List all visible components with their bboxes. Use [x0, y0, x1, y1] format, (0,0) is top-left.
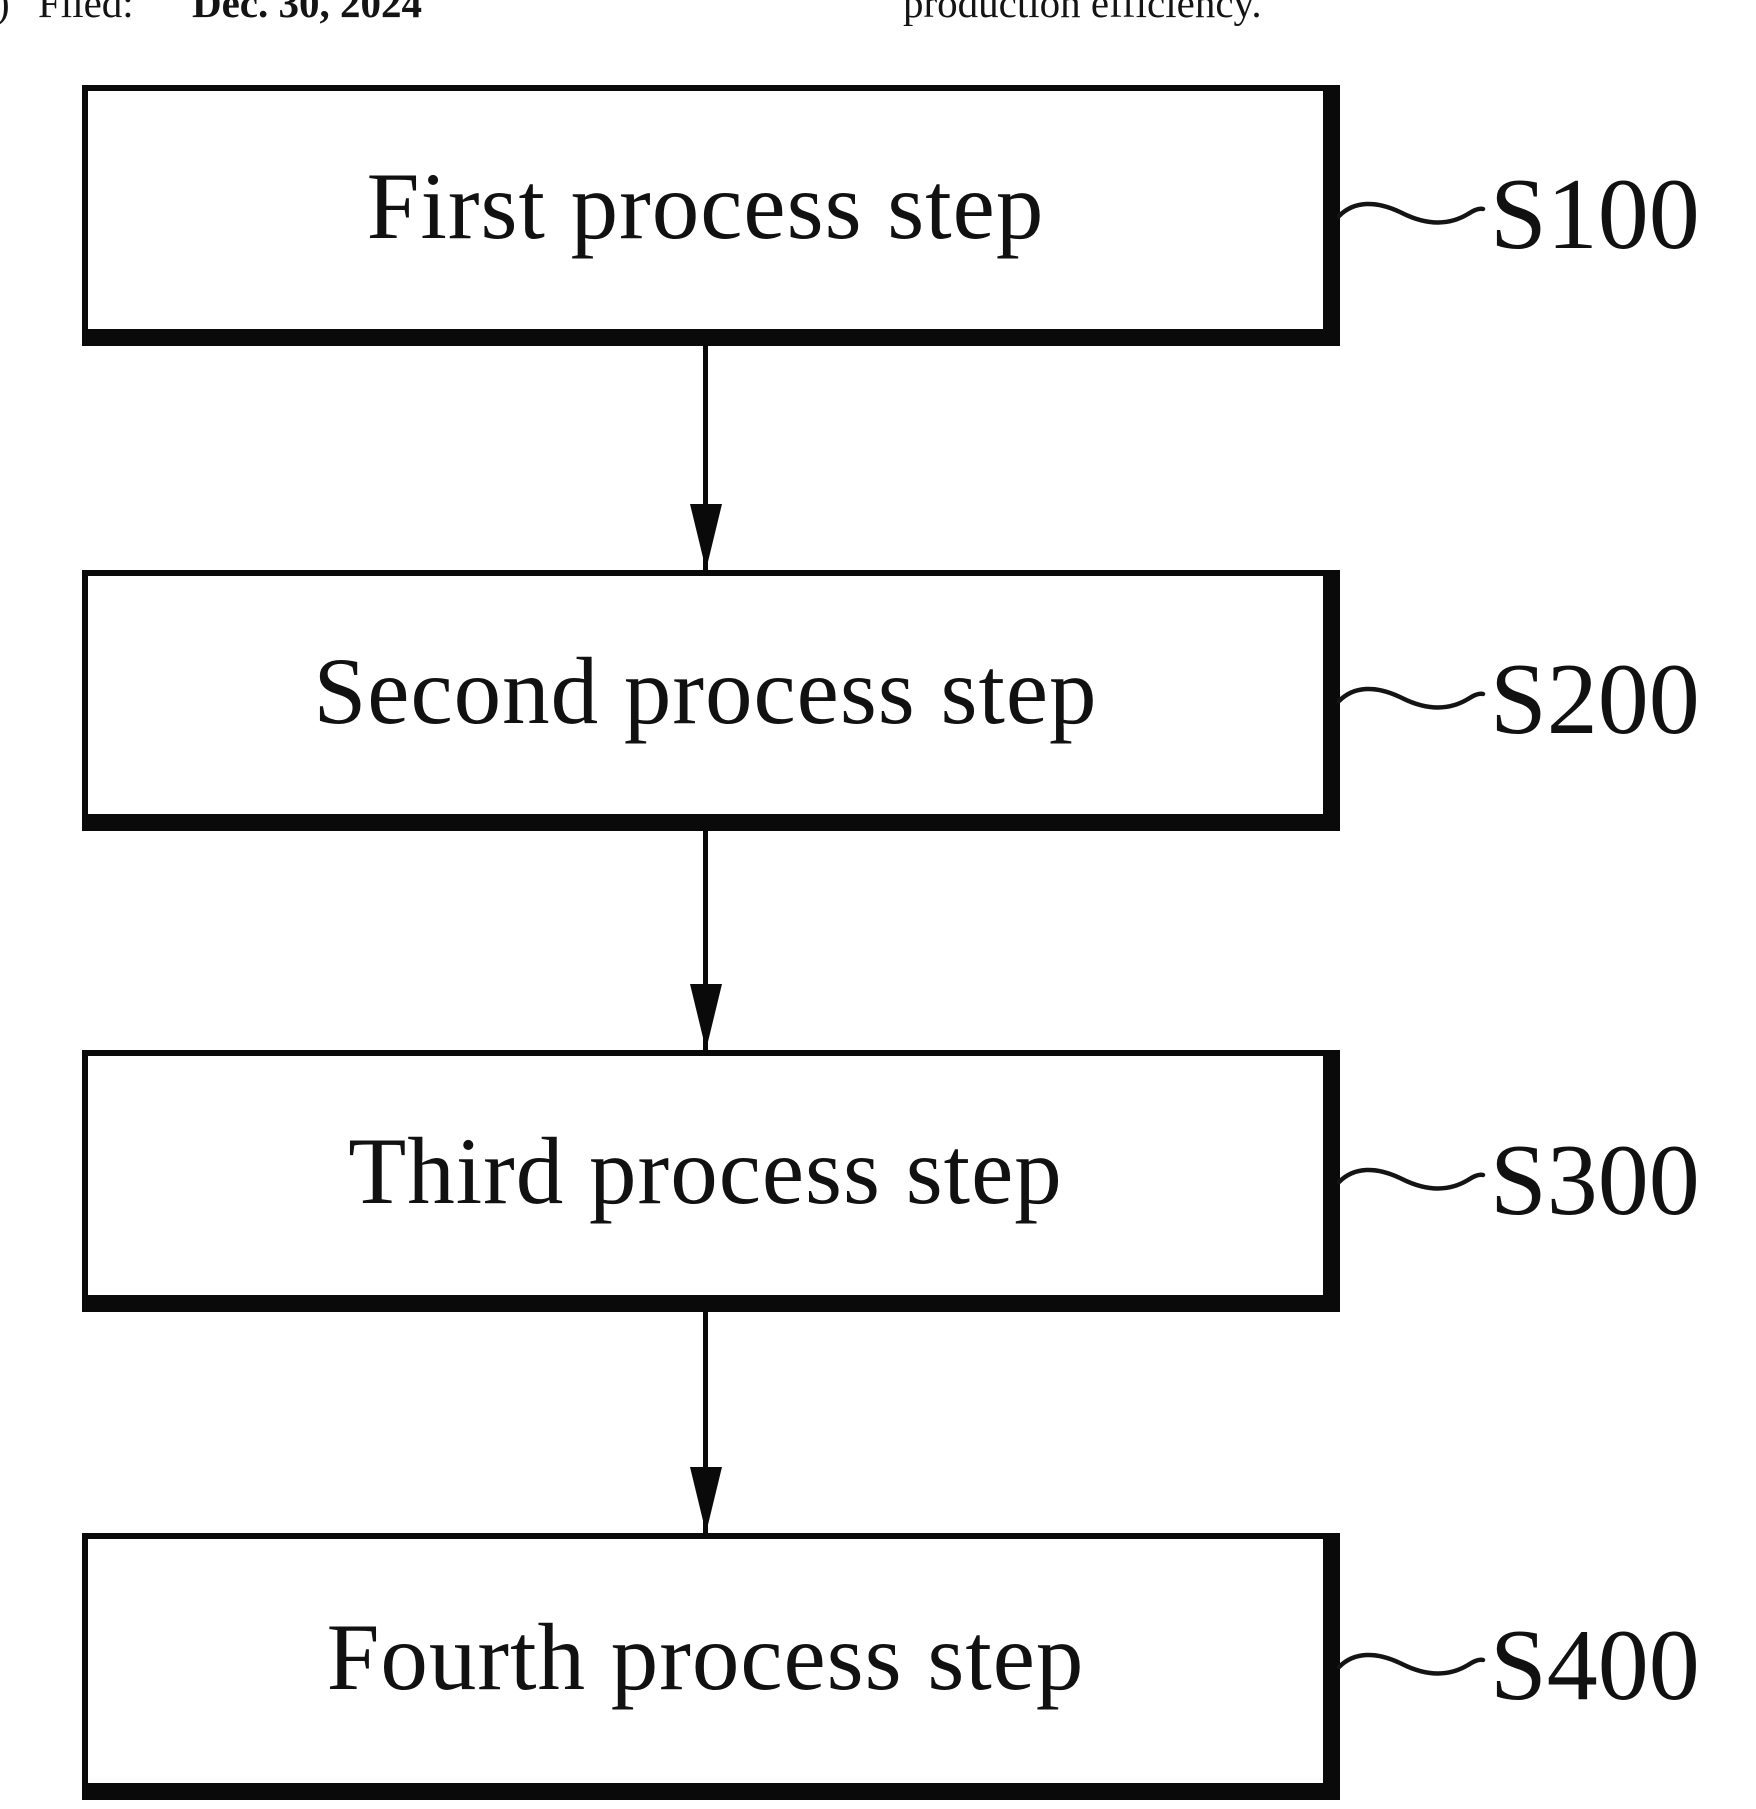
arrow-line	[703, 346, 708, 570]
arrow-line	[703, 831, 708, 1050]
arrow-down-icon	[690, 504, 722, 570]
step-ref-label-s100: S100	[1490, 158, 1700, 271]
arrow-line	[703, 1312, 708, 1533]
header-filed-label: Filed:	[38, 0, 134, 26]
process-box-fourth: Fourth process step	[82, 1533, 1340, 1800]
step-ref-label-s400: S400	[1490, 1609, 1700, 1722]
process-box-third: Third process step	[82, 1050, 1340, 1312]
process-box-third-label: Third process step	[348, 1118, 1063, 1224]
step-ref-label-s300: S300	[1490, 1124, 1700, 1237]
process-box-fourth-label: Fourth process step	[326, 1603, 1085, 1710]
header-filed-date: Dec. 30, 2024	[192, 0, 423, 26]
reference-connector-icon	[1336, 201, 1486, 225]
process-box-second: Second process step	[82, 570, 1340, 831]
process-box-first-label: First process step	[366, 152, 1045, 259]
process-box-first: First process step	[82, 85, 1340, 346]
arrow-down-icon	[690, 984, 722, 1050]
reference-connector-icon	[1336, 1167, 1486, 1191]
reference-connector-icon	[1336, 686, 1486, 710]
arrow-down-icon	[690, 1467, 722, 1533]
reference-connector-icon	[1336, 1652, 1486, 1676]
process-box-second-label: Second process step	[313, 637, 1098, 744]
header-description-fragment: production efficiency.	[903, 0, 1262, 26]
header-paren-fragment: )	[0, 0, 10, 24]
step-ref-label-s200: S200	[1490, 643, 1700, 756]
